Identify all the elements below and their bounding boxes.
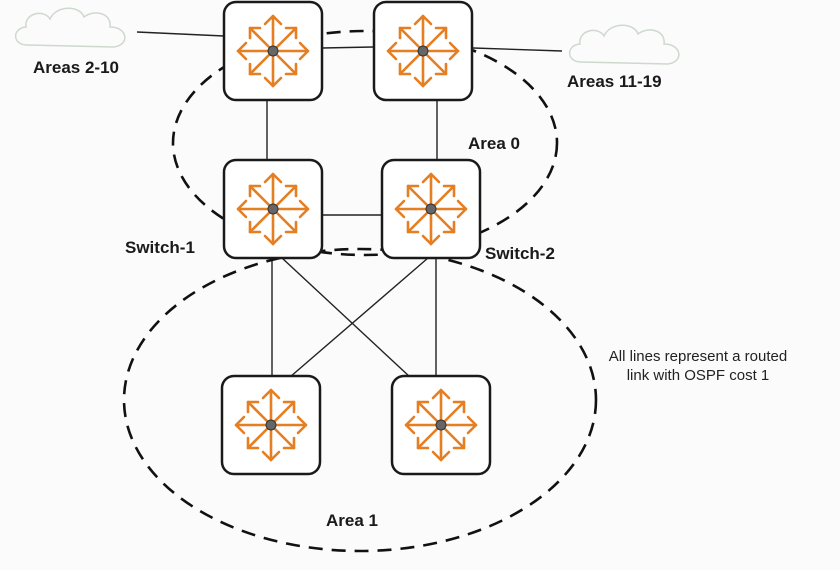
cloud-icon-left [14,7,126,48]
router-icon-top-left[interactable] [222,0,324,102]
link-switch2-bl [289,257,429,378]
areas-left-label: Areas 2-10 [33,58,120,77]
router-icon-switch2[interactable] [380,158,482,260]
router-icon-bottom-left[interactable] [220,374,322,476]
area1-label: Area 1 [326,511,378,530]
areas-right-label: Areas 11-19 [567,72,662,91]
cloud-icon-right [568,24,680,65]
area0-label: Area 0 [468,134,520,153]
link-switch1-br [281,257,411,378]
switch2-label: Switch-2 [485,244,555,263]
cost-note-line2: link with OSPF cost 1 [626,367,770,384]
link-cloud-right [472,47,563,52]
cost-note-line1: All lines represent a routed [608,348,788,365]
links [136,31,563,378]
link-cloud-left [136,31,225,37]
router-icon-bottom-right[interactable] [390,374,492,476]
link-top-routers [321,46,374,49]
switch1-label: Switch-1 [125,238,195,257]
cost-note: All lines represent a routed link with O… [578,347,818,385]
router-icon-top-right[interactable] [372,0,474,102]
router-icon-switch1[interactable] [222,158,324,260]
area1-boundary [122,247,598,553]
area0-boundary [171,29,559,257]
